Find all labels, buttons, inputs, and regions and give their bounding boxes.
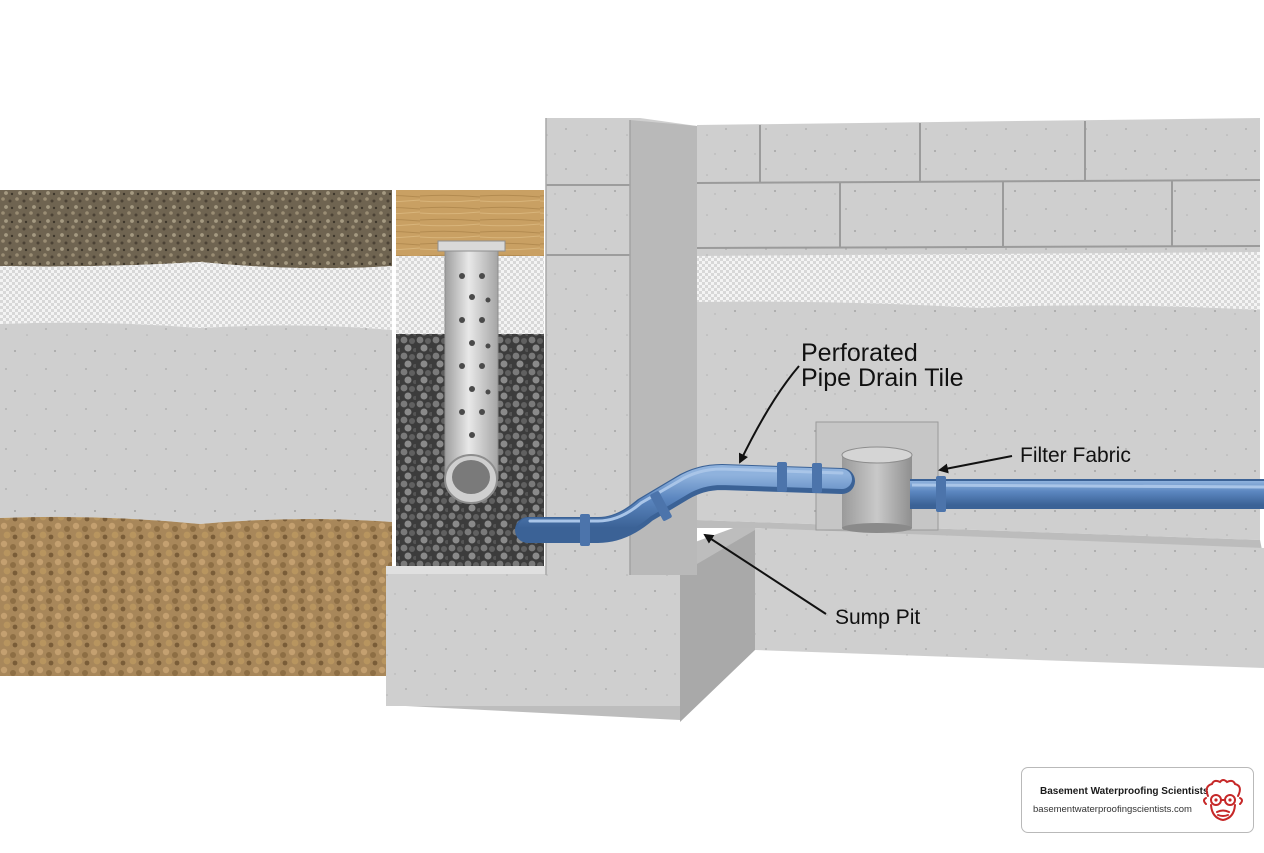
arrow-filter-fabric xyxy=(938,455,1013,474)
callout-arrows xyxy=(703,365,1013,615)
label-filter-fabric: Filter Fabric xyxy=(1020,444,1131,467)
arrow-perforated-pipe xyxy=(738,365,800,464)
label-perforated-pipe-line2: Pipe Drain Tile xyxy=(801,364,964,392)
perforated-standpipe xyxy=(437,240,506,504)
scientist-face-icon xyxy=(1203,779,1243,822)
brand-url[interactable]: basementwaterproofingscientists.com xyxy=(1033,804,1192,815)
arrow-sump-pit xyxy=(703,533,827,615)
label-perforated-pipe: Perforated Pipe Drain Tile xyxy=(801,339,964,392)
label-sump-pit: Sump Pit xyxy=(835,606,920,629)
brand-badge[interactable]: Basement Waterproofing Scientists baseme… xyxy=(1021,767,1254,833)
block-column xyxy=(545,118,697,575)
drain-pipe xyxy=(515,462,1264,546)
label-perforated-pipe-line1: Perforated xyxy=(801,339,918,367)
soil-cross-section xyxy=(0,190,392,676)
back-wall xyxy=(696,118,1264,668)
sump-basin xyxy=(841,446,913,533)
brand-name: Basement Waterproofing Scientists xyxy=(1040,786,1209,797)
